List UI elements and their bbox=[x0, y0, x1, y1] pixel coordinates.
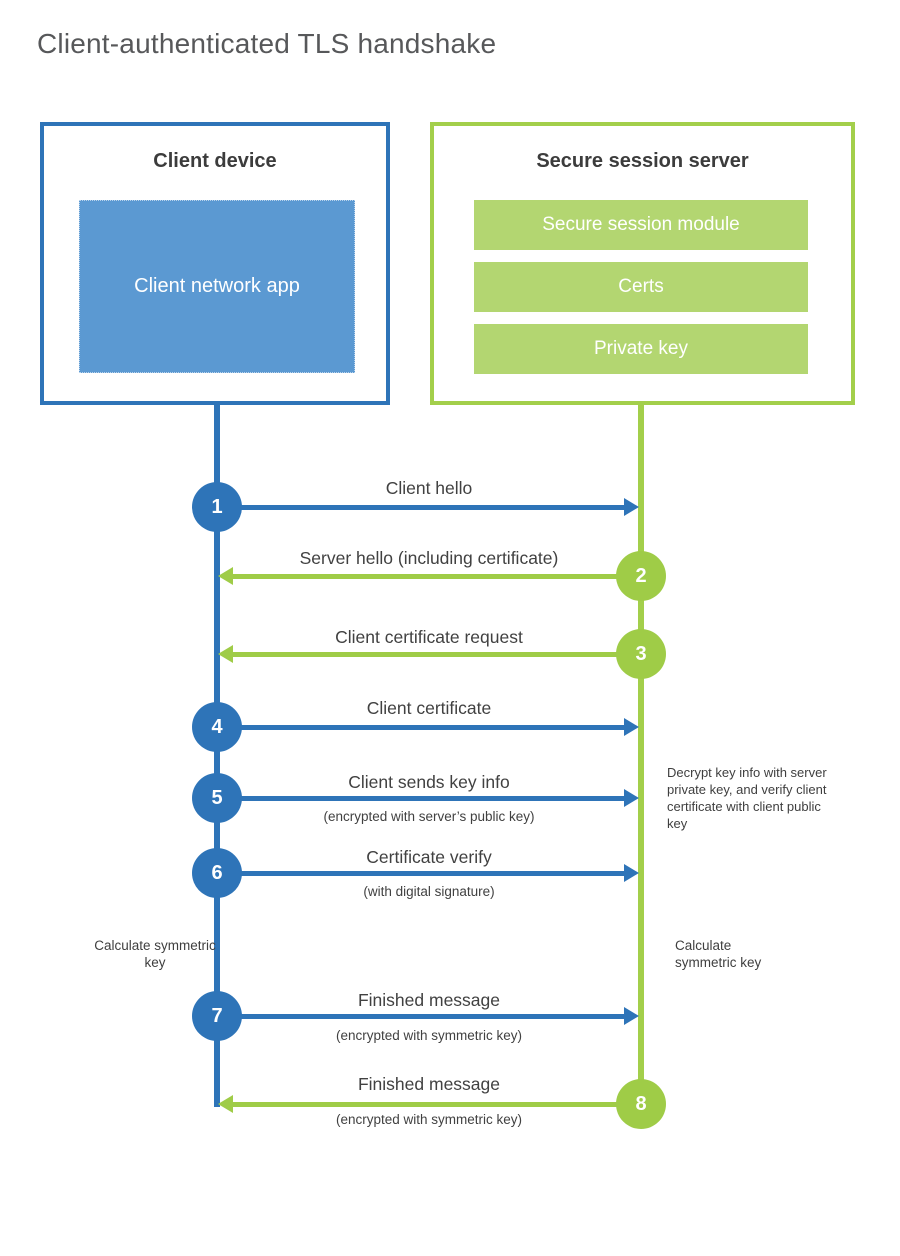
step-4-circle: 4 bbox=[192, 702, 242, 752]
step-8-sublabel: (encrypted with symmetric key) bbox=[335, 1112, 523, 1127]
step-7-label: Finished message bbox=[357, 990, 501, 1010]
step-5-arrow bbox=[230, 796, 626, 801]
step-7-circle: 7 bbox=[192, 991, 242, 1041]
step-2-arrowhead-icon bbox=[218, 567, 233, 585]
step-1-label: Client hello bbox=[385, 478, 473, 498]
step-3-circle: 3 bbox=[616, 629, 666, 679]
server-decrypt-note: Decrypt key info with server private key… bbox=[667, 765, 827, 831]
server-lifeline bbox=[638, 405, 644, 1108]
step-3-arrowhead-icon bbox=[218, 645, 233, 663]
step-1-arrowhead-icon bbox=[624, 498, 639, 516]
step-8-arrowhead-icon bbox=[218, 1095, 233, 1113]
step-5-arrowhead-icon bbox=[624, 789, 639, 807]
page-title: Client-authenticated TLS handshake bbox=[37, 28, 497, 59]
step-4-arrow bbox=[230, 725, 626, 730]
client-lifeline bbox=[214, 405, 220, 1107]
server-module-certs: Certs bbox=[474, 262, 808, 312]
client-device-title: Client device bbox=[153, 150, 277, 172]
step-7-arrowhead-icon bbox=[624, 1007, 639, 1025]
step-2-arrow bbox=[232, 574, 641, 579]
step-7-sublabel: (encrypted with symmetric key) bbox=[335, 1028, 523, 1043]
client-network-app-box: Client network app bbox=[79, 200, 355, 373]
step-5-sublabel: (encrypted with server’s public key) bbox=[323, 809, 535, 824]
step-6-arrow bbox=[230, 871, 626, 876]
step-3-label: Client certificate request bbox=[335, 627, 523, 647]
step-7-arrow bbox=[230, 1014, 626, 1019]
step-3-arrow bbox=[232, 652, 641, 657]
step-8-circle: 8 bbox=[616, 1079, 666, 1129]
step-5-circle: 5 bbox=[192, 773, 242, 823]
client-calculate-note: Calculate symmetric key bbox=[94, 938, 216, 970]
step-8-label: Finished message bbox=[357, 1074, 501, 1094]
step-6-label: Certificate verify bbox=[366, 847, 492, 867]
step-4-label: Client certificate bbox=[366, 698, 492, 718]
step-2-circle: 2 bbox=[616, 551, 666, 601]
step-5-label: Client sends key info bbox=[348, 772, 510, 792]
client-network-app-label: Client network app bbox=[134, 275, 300, 297]
step-1-arrow bbox=[230, 505, 626, 510]
server-module-private-key: Private key bbox=[474, 324, 808, 374]
step-4-arrowhead-icon bbox=[624, 718, 639, 736]
step-6-circle: 6 bbox=[192, 848, 242, 898]
server-calculate-note: Calculate symmetric key bbox=[675, 938, 762, 970]
server-module-secure-session: Secure session module bbox=[474, 200, 808, 250]
step-1-circle: 1 bbox=[192, 482, 242, 532]
step-6-arrowhead-icon bbox=[624, 864, 639, 882]
step-6-sublabel: (with digital signature) bbox=[363, 884, 495, 899]
step-8-arrow bbox=[232, 1102, 641, 1107]
secure-session-server-title: Secure session server bbox=[536, 150, 749, 172]
step-2-label: Server hello (including certificate) bbox=[299, 548, 559, 568]
